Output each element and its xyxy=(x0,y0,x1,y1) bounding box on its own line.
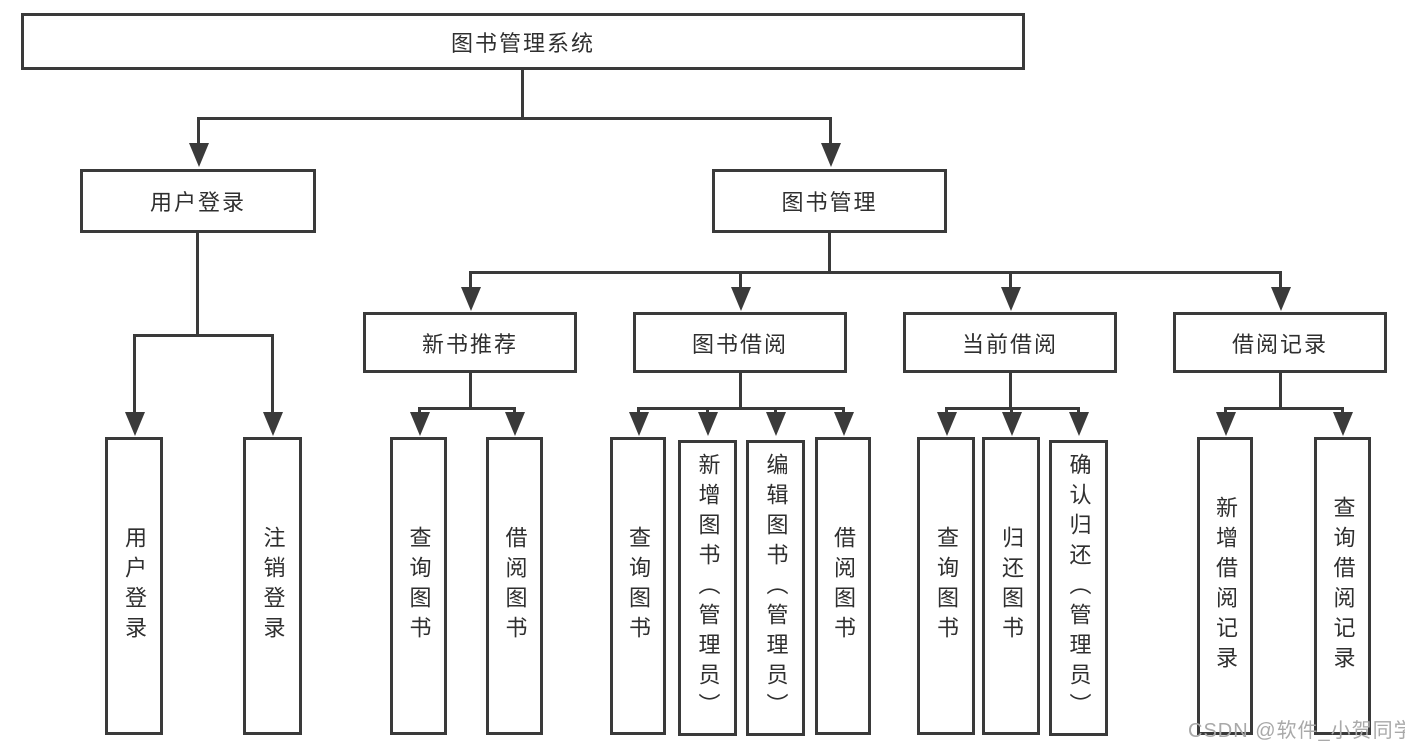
node-book-borrow-label: 图书借阅 xyxy=(691,331,788,357)
arrowhead-to-book-mgmt xyxy=(829,117,832,143)
node-user-login-label: 用户登录 xyxy=(149,190,246,215)
leaf-query-book-3-label: 查询图书 xyxy=(934,526,959,646)
leaf-query-book-1-label: 查询图书 xyxy=(406,526,432,646)
node-new-book-label: 新书推荐 xyxy=(421,331,518,357)
node-user-login: 用户登录 xyxy=(80,169,316,233)
leaf-query-book-1: 查询图书 xyxy=(390,437,447,735)
node-current-borrow-label: 当前借阅 xyxy=(961,331,1058,357)
connector-g4-span xyxy=(1224,407,1344,410)
node-book-borrow: 图书借阅 xyxy=(633,312,847,373)
leaf-query-borrow-record: 查询借阅记录 xyxy=(1314,437,1371,735)
arrowhead-to-logout xyxy=(271,334,274,412)
arrowhead-g1-c2 xyxy=(513,407,516,412)
leaf-query-book-2-label: 查询图书 xyxy=(626,526,651,646)
arrowhead-g2-c3 xyxy=(774,407,777,412)
leaf-edit-book-admin: 编辑图书（管理员） xyxy=(746,440,805,736)
leaf-logout: 注销登录 xyxy=(243,437,302,735)
connector-mgmt-stem xyxy=(828,233,831,273)
arrowhead-to-borrow xyxy=(739,271,742,287)
leaf-borrow-book-1-label: 借阅图书 xyxy=(502,526,528,646)
arrowhead-to-new-book xyxy=(469,271,472,287)
node-book-mgmt-label: 图书管理 xyxy=(781,190,878,215)
node-borrow-records-label: 借阅记录 xyxy=(1231,331,1328,357)
arrowhead-g4-c2 xyxy=(1341,407,1344,412)
connector-g1-span xyxy=(418,407,516,410)
leaf-borrow-book-2-label: 借阅图书 xyxy=(831,526,856,646)
connector-g1-stem xyxy=(469,373,472,409)
arrowhead-to-records xyxy=(1279,271,1282,287)
arrowhead-to-current xyxy=(1009,271,1012,287)
leaf-return-book: 归还图书 xyxy=(982,437,1040,735)
connector-g2-span xyxy=(637,407,845,410)
connector-g2-stem xyxy=(739,373,742,409)
csdn-watermark: CSDN @软件_小贺同学 xyxy=(1188,720,1405,742)
node-current-borrow: 当前借阅 xyxy=(903,312,1117,373)
leaf-borrow-book-2: 借阅图书 xyxy=(815,437,871,735)
arrowhead-g1-c1 xyxy=(418,407,421,412)
leaf-confirm-return-admin: 确认归还（管理员） xyxy=(1049,440,1108,736)
node-root-system: 图书管理系统 xyxy=(21,13,1025,70)
arrowhead-to-login xyxy=(133,334,136,412)
connector-login-span xyxy=(133,334,274,337)
leaf-add-book-admin: 新增图书（管理员） xyxy=(678,440,737,736)
connector-login-stem xyxy=(196,233,199,336)
connector-root-span xyxy=(197,117,832,120)
leaf-add-borrow-record-label: 新增借阅记录 xyxy=(1213,496,1238,676)
arrowhead-to-user-login xyxy=(197,117,200,143)
connector-root-stem xyxy=(521,69,524,119)
leaf-borrow-book-1: 借阅图书 xyxy=(486,437,543,735)
leaf-add-book-admin-label: 新增图书（管理员） xyxy=(695,453,721,723)
arrowhead-g3-c3 xyxy=(1077,407,1080,412)
leaf-query-borrow-record-label: 查询借阅记录 xyxy=(1330,496,1356,676)
leaf-user-login: 用户登录 xyxy=(105,437,163,735)
node-book-mgmt: 图书管理 xyxy=(712,169,947,233)
node-root-label: 图书管理系统 xyxy=(450,30,595,56)
arrowhead-g3-c2 xyxy=(1010,407,1013,412)
arrowhead-g2-c2 xyxy=(706,407,709,412)
arrowhead-g2-c4 xyxy=(842,407,845,412)
leaf-user-login-label: 用户登录 xyxy=(122,526,147,646)
leaf-logout-label: 注销登录 xyxy=(260,526,286,646)
arrowhead-g4-c1 xyxy=(1224,407,1227,412)
leaf-edit-book-admin-label: 编辑图书（管理员） xyxy=(763,453,789,723)
connector-g4-stem xyxy=(1279,373,1282,409)
leaf-return-book-label: 归还图书 xyxy=(999,526,1024,646)
connector-mgmt-span xyxy=(469,271,1282,274)
node-borrow-records: 借阅记录 xyxy=(1173,312,1387,373)
leaf-query-book-2: 查询图书 xyxy=(610,437,666,735)
connector-g3-stem xyxy=(1009,373,1012,409)
arrowhead-g2-c1 xyxy=(637,407,640,412)
arrowhead-g3-c1 xyxy=(945,407,948,412)
leaf-query-book-3: 查询图书 xyxy=(917,437,975,735)
node-new-book-recommend: 新书推荐 xyxy=(363,312,577,373)
leaf-confirm-return-admin-label: 确认归还（管理员） xyxy=(1066,453,1092,723)
leaf-add-borrow-record: 新增借阅记录 xyxy=(1197,437,1253,735)
